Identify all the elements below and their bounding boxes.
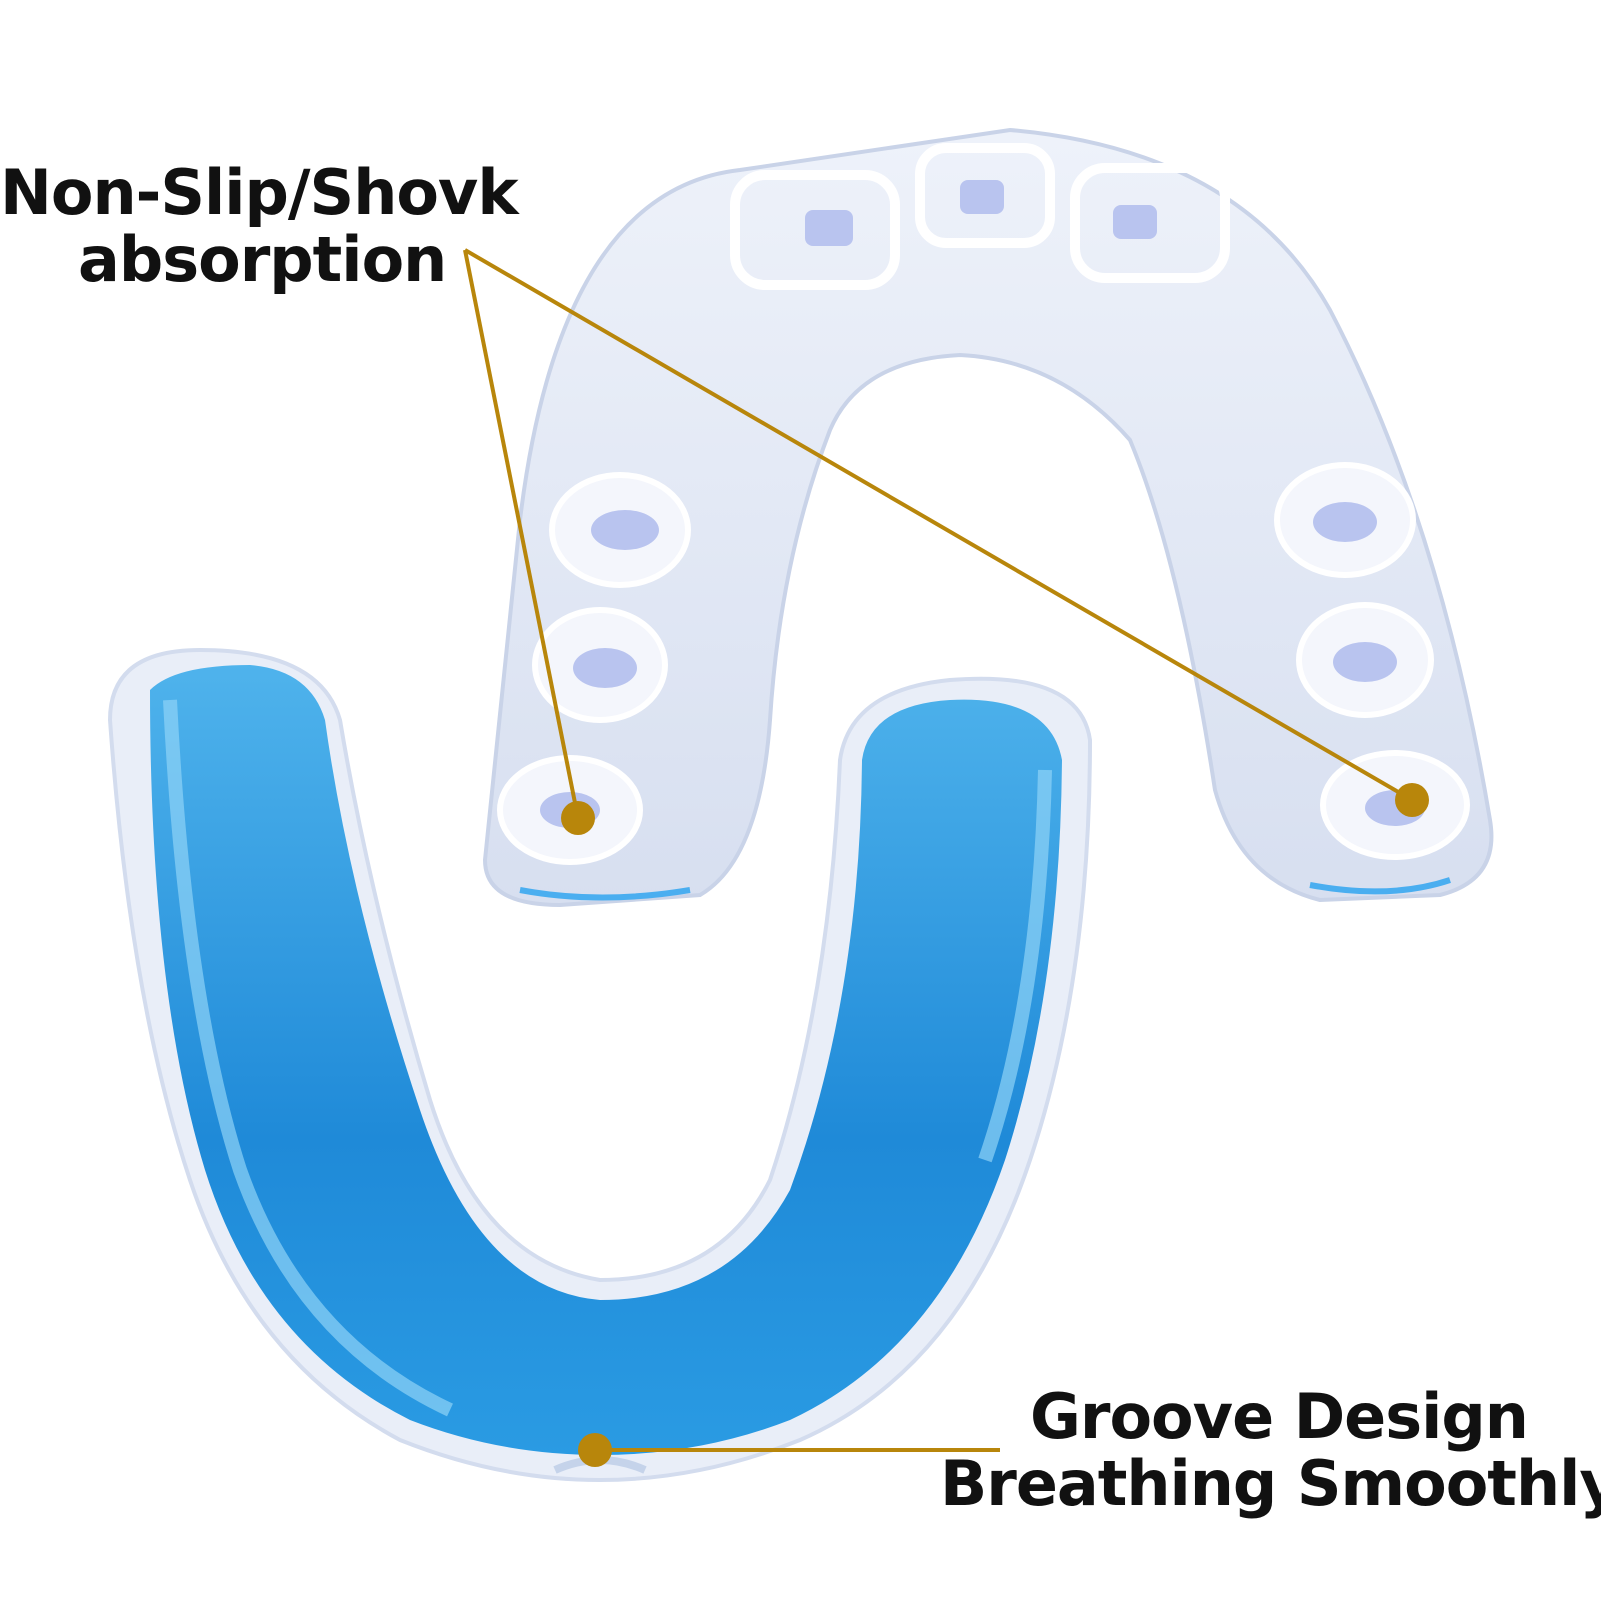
callout-groove-line2: Breathing Smoothly <box>940 1446 1601 1520</box>
socket-ridge <box>915 143 1055 248</box>
gel-highlight <box>163 699 1052 1417</box>
lower-mouthguard <box>107 647 1093 1483</box>
pointer-dot-bottom <box>578 1433 612 1467</box>
socket <box>1313 502 1377 542</box>
socket-ridge <box>730 170 900 290</box>
socket <box>591 510 659 550</box>
pointer-dot-right <box>1395 783 1429 817</box>
pointer-line-right <box>463 248 1414 802</box>
socket <box>960 180 1004 214</box>
pointer-dot-left <box>561 801 595 835</box>
callout-non-slip: Non-Slip/Shovk absorption <box>0 156 519 296</box>
socket <box>805 210 853 246</box>
socket <box>1113 205 1157 239</box>
socket <box>1333 642 1397 682</box>
callout-pointers <box>463 248 1429 1467</box>
callout-non-slip-line2: absorption <box>78 222 447 296</box>
pointer-line-left <box>463 249 580 819</box>
callout-non-slip-line1: Non-Slip/Shovk <box>0 156 519 229</box>
upper-mouthguard-blue-rim <box>519 877 1451 901</box>
lower-mouthguard-gel <box>150 665 1062 1455</box>
callout-groove-line1: Groove Design <box>1030 1380 1529 1453</box>
socket <box>573 648 637 688</box>
socket-ridge <box>1070 163 1230 283</box>
callout-groove: Groove Design Breathing Smoothly <box>940 1380 1601 1520</box>
